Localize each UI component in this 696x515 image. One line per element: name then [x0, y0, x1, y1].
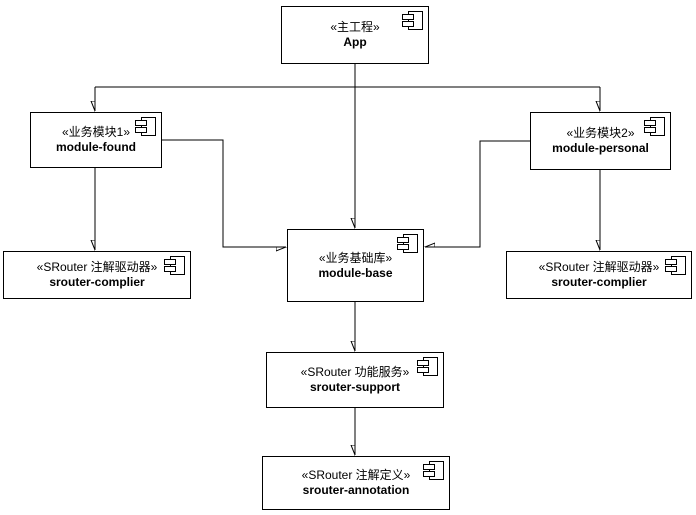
component-app: «主工程» App — [281, 6, 429, 64]
edge-module-found-to-module-base — [162, 139, 286, 247]
uml-component-icon — [164, 256, 185, 275]
uml-component-icon — [644, 117, 665, 136]
component-module-found: «业务模块1» module-found — [30, 112, 162, 168]
component-name: module-found — [56, 140, 136, 154]
component-name: srouter-support — [310, 380, 400, 394]
component-name: module-personal — [552, 141, 649, 155]
uml-component-icon — [417, 357, 438, 376]
component-srouter-annotation: «SRouter 注解定义» srouter-annotation — [262, 456, 450, 510]
component-name: App — [343, 35, 367, 49]
uml-component-icon — [135, 117, 156, 136]
component-srouter-support: «SRouter 功能服务» srouter-support — [266, 352, 444, 408]
component-stereotype: «SRouter 功能服务» — [300, 365, 410, 379]
component-name: srouter-complier — [49, 275, 145, 289]
uml-component-icon — [665, 256, 686, 275]
component-module-base: «业务基础库» module-base — [287, 229, 424, 302]
component-stereotype: «业务模块2» — [566, 126, 635, 140]
uml-component-icon — [402, 11, 423, 30]
component-name: module-base — [318, 265, 393, 280]
component-srouter-complier-left: «SRouter 注解驱动器» srouter-complier — [3, 251, 191, 299]
component-stereotype: «SRouter 注解驱动器» — [538, 260, 660, 274]
component-name: srouter-complier — [551, 275, 647, 289]
uml-component-icon — [423, 461, 444, 480]
component-name: srouter-annotation — [302, 483, 410, 497]
component-stereotype: «SRouter 注解驱动器» — [36, 260, 158, 274]
component-module-personal: «业务模块2» module-personal — [530, 112, 671, 170]
component-stereotype: «SRouter 注解定义» — [301, 468, 411, 482]
component-stereotype: «业务基础库» — [318, 250, 393, 265]
component-srouter-complier-right: «SRouter 注解驱动器» srouter-complier — [506, 251, 692, 299]
component-stereotype: «业务模块1» — [61, 125, 131, 139]
component-stereotype: «主工程» — [330, 20, 380, 34]
edge-module-personal-to-module-base — [425, 140, 530, 248]
uml-component-icon — [397, 234, 418, 253]
